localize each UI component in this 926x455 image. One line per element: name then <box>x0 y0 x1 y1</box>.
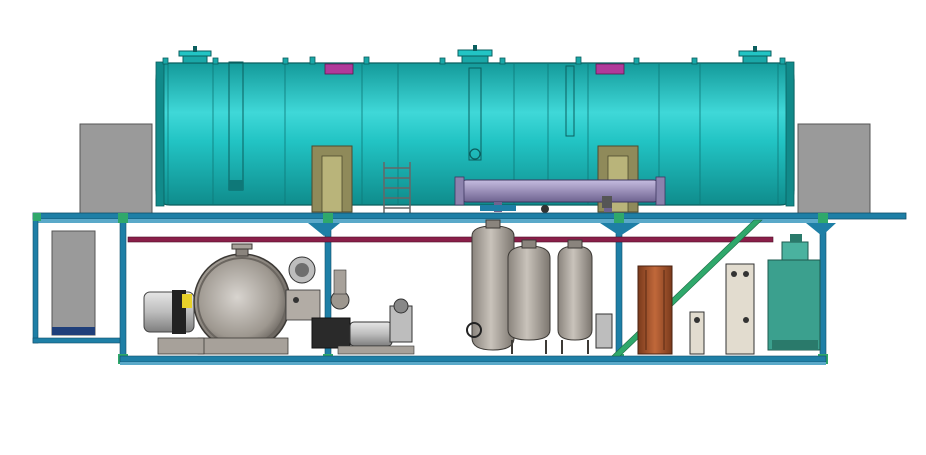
base-frame <box>119 355 827 363</box>
manway-left <box>178 46 212 64</box>
base-frame-lower <box>120 362 826 365</box>
platform-deck <box>33 219 823 223</box>
vessel-b <box>557 239 593 354</box>
right-upper-cabinet <box>797 123 871 217</box>
frame-joints <box>33 213 828 364</box>
motor-left <box>143 290 195 334</box>
left-upper-cabinet <box>79 123 153 217</box>
magenta-nozzle-right <box>595 63 625 75</box>
manway-center <box>457 45 493 64</box>
pump-set <box>311 269 415 355</box>
plate-exchanger-b <box>725 263 755 355</box>
electric-heater <box>637 265 673 355</box>
control-cabinet <box>51 230 96 336</box>
saddle-left <box>311 145 353 213</box>
vessel-a <box>507 239 551 354</box>
teal-process-unit <box>767 234 821 351</box>
horizontal-heat-exchanger <box>454 176 666 213</box>
horizontal-drum <box>157 243 291 355</box>
magenta-nozzle-left <box>324 63 354 75</box>
manway-right <box>738 46 772 64</box>
platform-braces <box>308 223 836 236</box>
maroon-pipe-header <box>127 236 774 243</box>
access-ladder <box>383 162 411 214</box>
tall-vessel <box>466 219 515 351</box>
platform-beam <box>32 212 907 220</box>
drum-nozzle-assembly <box>285 256 321 321</box>
small-pump <box>595 313 613 349</box>
top-nozzles <box>162 56 786 65</box>
cabinet-base <box>52 327 95 335</box>
plate-exchanger-a <box>689 311 705 355</box>
